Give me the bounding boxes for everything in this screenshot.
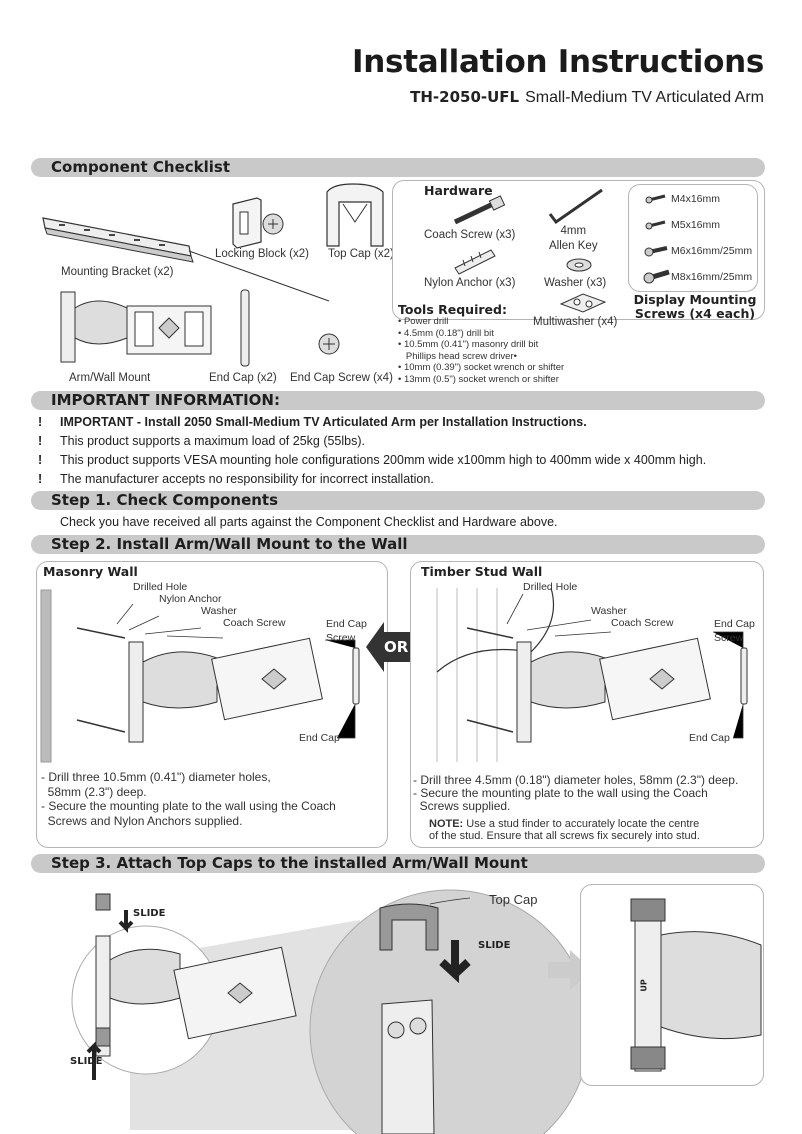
masonry-coach-screw-label: Coach Screw [223, 617, 285, 629]
nylon-anchor-label: Nylon Anchor (x3) [424, 277, 515, 289]
display-screws-title: Display Mounting Screws (x4 each) [631, 293, 759, 321]
nylon-anchor-icon [451, 244, 511, 274]
important-line: !IMPORTANT - Install 2050 Small-Medium T… [38, 413, 706, 432]
masonry-drilled-hole-label: Drilled Hole [133, 581, 187, 593]
tool-item: Phillips head screw driver• [398, 351, 564, 363]
tool-item: • Power drill [398, 316, 564, 328]
slide-label-top: SLIDE [133, 908, 165, 919]
step3-result-panel: UP [580, 884, 764, 1086]
top-cap-label: Top Cap (x2) [328, 248, 394, 260]
masonry-end-cap-screw-label: End Cap Screw [326, 617, 367, 645]
masonry-notes: - Drill three 10.5mm (0.41") diameter ho… [41, 770, 336, 828]
locking-block-label: Locking Block (x2) [215, 248, 309, 260]
timber-end-cap-label: End Cap [689, 732, 730, 744]
timber-wall-panel: Timber Stud Wall Drilled Hole Washer Coa… [410, 561, 764, 848]
allen-key-icon [546, 186, 606, 226]
timber-drilled-hole-label: Drilled Hole [523, 581, 577, 593]
arm-wall-mount-illustration [57, 288, 217, 368]
timber-washer-label: Washer [591, 605, 627, 617]
coach-screw-label: Coach Screw (x3) [424, 229, 515, 241]
up-label: UP [640, 979, 649, 991]
model-number: TH-2050-UFL [410, 88, 519, 106]
tool-item: • 10mm (0.39") socket wrench or shifter [398, 362, 564, 374]
step2-heading: Step 2. Install Arm/Wall Mount to the Wa… [31, 535, 765, 554]
locking-block-illustration [227, 194, 287, 249]
washer-icon [565, 256, 595, 276]
important-list: !IMPORTANT - Install 2050 Small-Medium T… [38, 413, 706, 489]
product-name: Small-Medium TV Articulated Arm [525, 89, 764, 106]
timber-note: NOTE: Use a stud finder to accurately lo… [429, 818, 700, 842]
tool-item: • 10.5mm (0.41") masonry drill bit [398, 339, 564, 351]
masonry-title: Masonry Wall [43, 564, 138, 579]
important-line: !This product supports a maximum load of… [38, 432, 706, 451]
display-screw-m4: M4x16mm [671, 193, 720, 205]
masonry-nylon-anchor-label: Nylon Anchor [159, 593, 221, 605]
important-heading: IMPORTANT INFORMATION: [31, 391, 765, 410]
or-label: OR [384, 638, 408, 656]
timber-coach-screw-label: Coach Screw [611, 617, 673, 629]
page-subtitle: TH-2050-UFL Small-Medium TV Articulated A… [410, 88, 764, 107]
display-screw-m6: M6x16mm/25mm [671, 245, 752, 257]
important-line: !This product supports VESA mounting hol… [38, 451, 706, 470]
display-screws-icons [643, 192, 673, 284]
top-cap-callout: Top Cap [489, 892, 537, 907]
step1-text: Check you have received all parts agains… [60, 515, 558, 529]
timber-notes: - Drill three 4.5mm (0.18") diameter hol… [413, 774, 738, 813]
top-cap-illustration [323, 182, 387, 250]
tools-heading: Tools Required: [398, 302, 507, 317]
allen-key-label: 4mm Allen Key [549, 224, 598, 254]
timber-end-cap-screw-label: End Cap Screw [714, 617, 755, 645]
tool-item: • 13mm (0.5") socket wrench or shifter [398, 374, 564, 386]
end-cap-screw-illustration [317, 330, 347, 360]
slide-label-zoom: SLIDE [478, 940, 510, 951]
component-checklist-heading: Component Checklist [31, 158, 765, 177]
arm-wall-mount-label: Arm/Wall Mount [69, 372, 150, 384]
masonry-washer-label: Washer [201, 605, 237, 617]
coach-screw-icon [451, 196, 511, 226]
timber-title: Timber Stud Wall [421, 564, 542, 579]
mounting-bracket-label: Mounting Bracket (x2) [61, 266, 174, 278]
end-cap-illustration [237, 288, 253, 368]
multiwasher-icon [557, 290, 609, 316]
slide-label-bottom: SLIDE [70, 1056, 102, 1067]
tool-item: • 4.5mm (0.18") drill bit [398, 328, 564, 340]
washer-label: Washer (x3) [544, 277, 606, 289]
step3-heading: Step 3. Attach Top Caps to the installed… [31, 854, 765, 873]
display-screw-m5: M5x16mm [671, 219, 720, 231]
important-line: !The manufacturer accepts no responsibil… [38, 470, 706, 489]
page-title: Installation Instructions [352, 44, 764, 80]
end-cap-screw-label: End Cap Screw (x4) [290, 372, 393, 384]
step1-heading: Step 1. Check Components [31, 491, 765, 510]
masonry-end-cap-label: End Cap [299, 732, 340, 744]
component-checklist-section: Mounting Bracket (x2) Locking Block (x2)… [31, 178, 765, 388]
display-screw-m8: M8x16mm/25mm [671, 271, 752, 283]
end-cap-label: End Cap (x2) [209, 372, 277, 384]
tools-list: • Power drill • 4.5mm (0.18") drill bit … [398, 316, 564, 385]
masonry-wall-panel: Masonry Wall Drilled Hole Nylon Anchor W… [36, 561, 388, 848]
